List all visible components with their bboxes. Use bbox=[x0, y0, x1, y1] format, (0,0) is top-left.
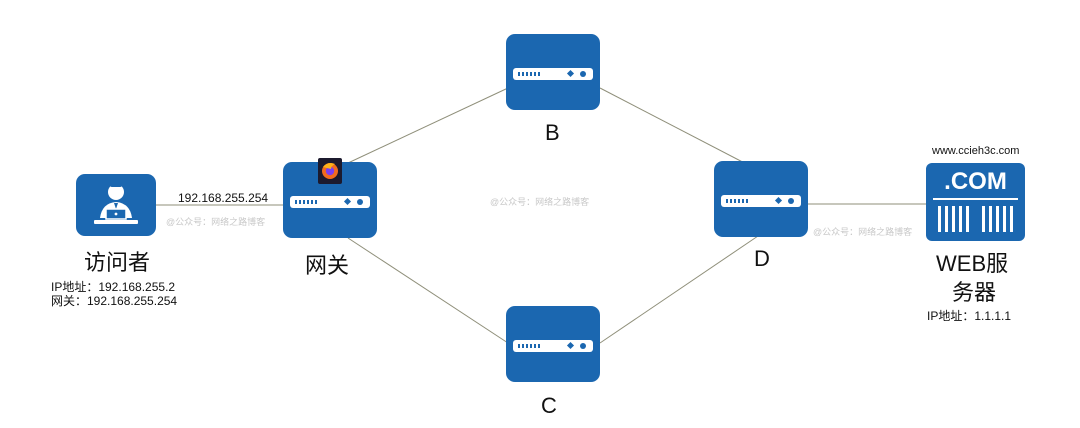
user-ip: IP地址：192.168.255.2 bbox=[51, 280, 176, 294]
router-c-node bbox=[506, 306, 600, 382]
device-panel-icon bbox=[513, 340, 593, 352]
web-server-icon bbox=[938, 206, 1013, 232]
user-laptop-icon bbox=[94, 183, 138, 224]
user-gateway: 网关：192.168.255.254 bbox=[51, 294, 178, 308]
user-node bbox=[76, 174, 156, 236]
router-b-node bbox=[506, 34, 600, 110]
device-panel-icon bbox=[290, 196, 370, 208]
watermark: @公众号：网络之路博客 bbox=[813, 227, 913, 237]
router-b-label: B bbox=[545, 120, 560, 145]
gateway-node bbox=[283, 162, 377, 238]
router-d-node bbox=[714, 161, 808, 237]
link-b-d bbox=[599, 87, 759, 171]
router-c-label: C bbox=[541, 393, 557, 418]
com-badge: .COM bbox=[944, 168, 1007, 195]
firefox-icon bbox=[318, 158, 342, 184]
server-node: .COM bbox=[926, 163, 1025, 241]
gateway-link-ip: 192.168.255.254 bbox=[178, 191, 269, 205]
server-label-line1: WEB服 bbox=[936, 251, 1009, 276]
server-ip: IP地址：1.1.1.1 bbox=[927, 309, 1012, 323]
server-domain: www.ccieh3c.com bbox=[932, 145, 1020, 157]
device-panel-icon bbox=[513, 68, 593, 80]
watermark: @公众号：网络之路博客 bbox=[490, 197, 590, 207]
server-label-line2: 务器 bbox=[952, 280, 997, 305]
gateway-label: 网关 bbox=[305, 253, 350, 278]
device-panel-icon bbox=[721, 195, 801, 207]
watermark: @公众号：网络之路博客 bbox=[166, 217, 266, 227]
router-d-label: D bbox=[754, 246, 770, 271]
link-c-d bbox=[599, 235, 759, 344]
user-label: 访问者 bbox=[84, 250, 151, 275]
link-gateway-b bbox=[347, 87, 509, 164]
link-gateway-c bbox=[347, 237, 509, 344]
